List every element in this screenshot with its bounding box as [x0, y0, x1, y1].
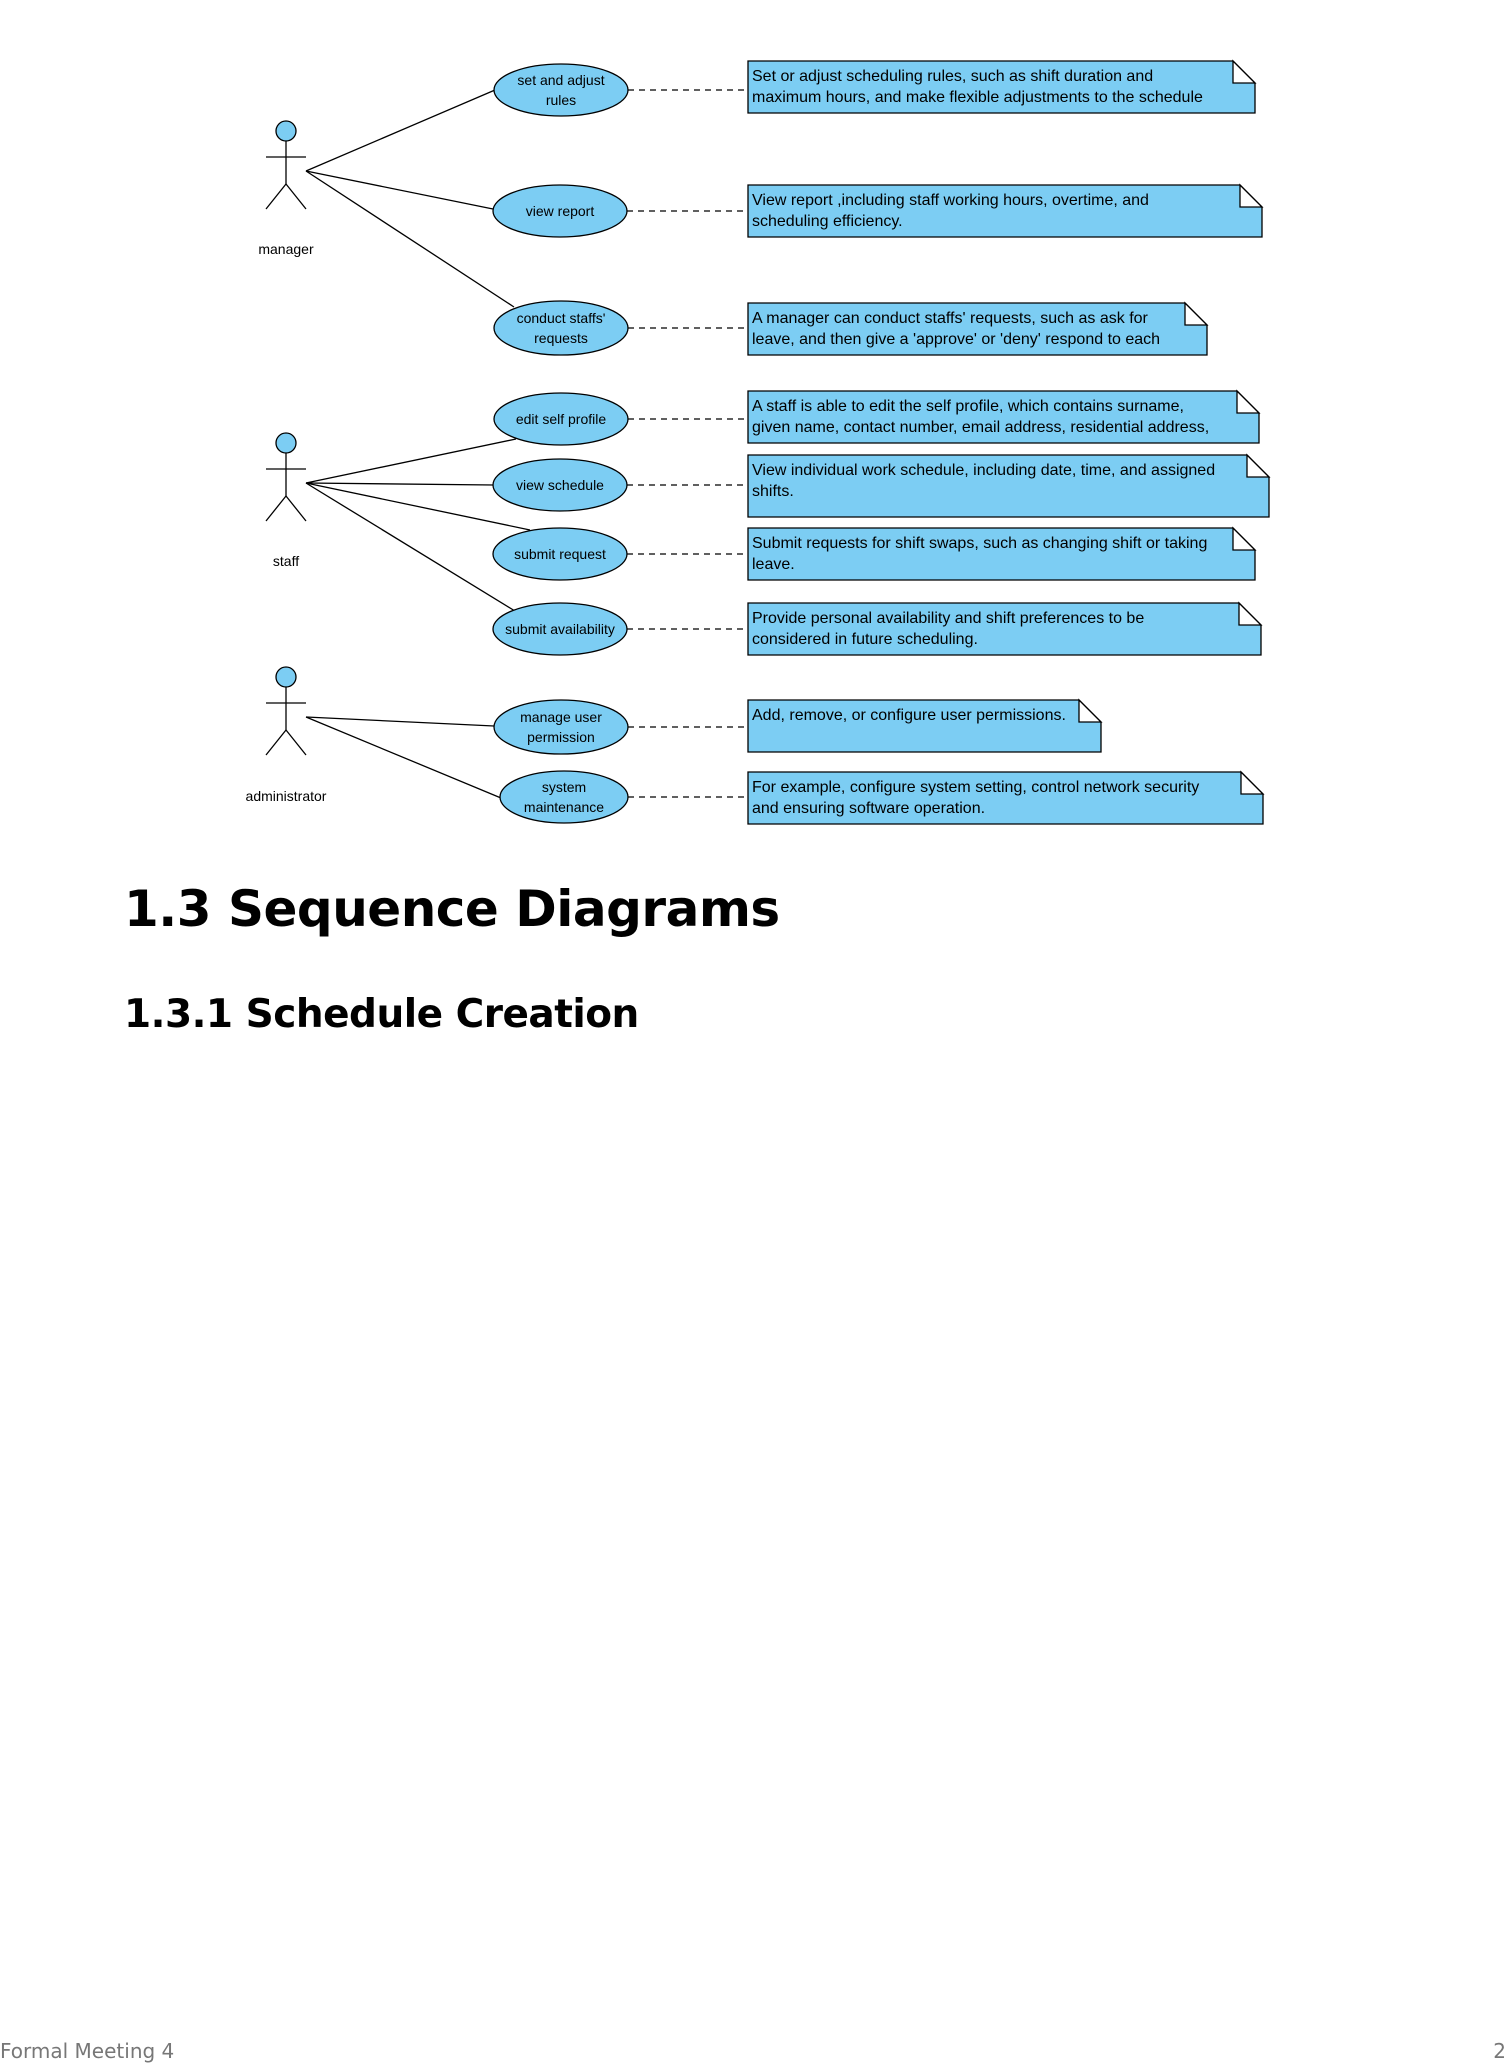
note-set-and-adjust-rules: Set or adjust scheduling rules, such as … [747, 59, 1257, 114]
note-view-report: View report ,including staff working hou… [747, 183, 1264, 238]
use-case-label: maintenance [524, 799, 604, 815]
note-text-line: shifts. [752, 483, 794, 500]
note-submit-request: Submit requests for shift swaps, such as… [747, 526, 1257, 581]
note-fold-corner [1238, 601, 1263, 626]
section-heading: 1.3 Sequence Diagrams [124, 880, 780, 938]
actor-label: staff [273, 553, 299, 569]
association-submit-availability [305, 482, 516, 612]
use-case-system-maintenance: system maintenance [499, 770, 629, 824]
use-case-view-schedule: view schedule [492, 458, 628, 512]
association-manage-user-permission [305, 716, 495, 727]
note-text-line: Add, remove, or configure user permissio… [752, 707, 1066, 724]
note-conduct-staffs-requests: A manager can conduct staffs' requests, … [747, 301, 1209, 356]
association-view-report [305, 170, 494, 210]
note-submit-availability: Provide personal availability and shift … [747, 601, 1263, 656]
note-text-line: View report ,including staff working hou… [752, 192, 1149, 209]
actor-label: manager [258, 241, 314, 257]
actor-staff: staff [265, 432, 307, 569]
note-fold-corner [1232, 526, 1257, 551]
association-submit-request [305, 482, 531, 531]
use-case-diagram: Set or adjust scheduling rules, such as … [246, 59, 1271, 825]
association-edit-self-profile [305, 438, 517, 484]
note-fold-corner [1240, 770, 1265, 795]
use-case-label: requests [534, 330, 588, 346]
association-set-and-adjust-rules [305, 89, 496, 172]
note-text-line: A staff is able to edit the self profile… [752, 398, 1184, 415]
association-conduct-staffs-requests [305, 170, 515, 308]
use-case-label: view schedule [516, 477, 604, 493]
note-manage-user-permission: Add, remove, or configure user permissio… [747, 698, 1103, 753]
association-view-schedule [305, 482, 495, 486]
footer-document-title: Formal Meeting 4 [0, 2039, 175, 2063]
use-case-edit-self-profile: edit self profile [493, 392, 629, 446]
note-fold-corner [1236, 389, 1261, 414]
subsection-heading: 1.3.1 Schedule Creation [124, 992, 639, 1037]
note-text-line: For example, configure system setting, c… [752, 779, 1199, 796]
use-case-label: system [542, 779, 586, 795]
use-case-submit-request: submit request [492, 527, 628, 581]
note-text-line: A manager can conduct staffs' requests, … [752, 310, 1149, 327]
note-text-line: scheduling efficiency. [752, 213, 903, 230]
actor-head [275, 666, 297, 688]
note-text-line: Provide personal availability and shift … [752, 610, 1144, 627]
use-case-view-report: view report [492, 184, 628, 238]
use-case-conduct-staffs-requests: conduct staffs' requests [493, 300, 629, 356]
actor-head [275, 120, 297, 142]
use-case-label: submit availability [505, 621, 615, 637]
note-fold-corner [1078, 698, 1103, 723]
note-system-maintenance: For example, configure system setting, c… [747, 770, 1265, 825]
use-case-label: permission [527, 729, 595, 745]
use-case-submit-availability: submit availability [492, 602, 628, 656]
note-edit-self-profile: A staff is able to edit the self profile… [747, 389, 1261, 444]
actor-label: administrator [246, 788, 327, 804]
note-text-line: Submit requests for shift swaps, such as… [752, 535, 1207, 552]
use-case-label: view report [526, 203, 595, 219]
note-text-line: considered in future scheduling. [752, 631, 978, 648]
actor-head [275, 432, 297, 454]
note-text-line: View individual work schedule, including… [752, 462, 1215, 479]
use-case-label: edit self profile [516, 411, 606, 427]
note-fold-corner [1239, 183, 1264, 208]
use-case-manage-user-permission: manage user permission [493, 699, 629, 755]
note-fold-corner [1246, 453, 1271, 478]
note-text-line: maximum hours, and make flexible adjustm… [752, 89, 1203, 106]
note-view-schedule: View individual work schedule, including… [747, 453, 1271, 518]
note-text-line: Set or adjust scheduling rules, such as … [752, 68, 1153, 85]
use-case-label: manage user [520, 709, 602, 725]
use-case-label: set and adjust [517, 72, 604, 88]
association-system-maintenance [305, 716, 502, 799]
note-text-line: given name, contact number, email addres… [752, 419, 1209, 436]
note-text-line: and ensuring software operation. [752, 800, 985, 817]
note-fold-corner [1184, 301, 1209, 326]
note-text-line: leave, and then give a 'approve' or 'den… [752, 331, 1160, 348]
use-case-label: rules [546, 92, 576, 108]
use-case-label: submit request [514, 546, 606, 562]
footer-page-number: 2 [1493, 2039, 1506, 2063]
note-text-line: leave. [752, 556, 795, 573]
use-case-set-and-adjust-rules: set and adjust rules [493, 63, 629, 117]
note-fold-corner [1232, 59, 1257, 84]
actor-administrator: administrator [246, 666, 327, 804]
use-case-label: conduct staffs' [517, 310, 606, 326]
actor-manager: manager [258, 120, 314, 257]
